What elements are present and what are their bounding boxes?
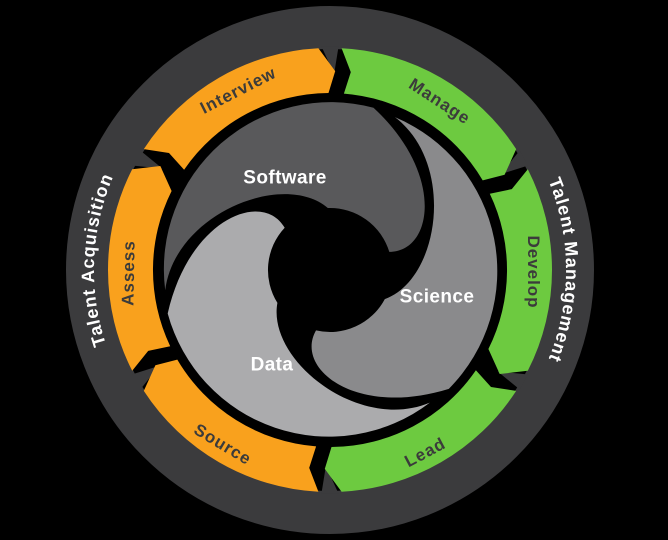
center-spiral [163,102,498,437]
tooth-bottom-icon [321,466,339,494]
segment-source [143,359,319,492]
cycle-segments [107,48,553,492]
segment-interview [143,48,336,170]
tooth-top-icon [321,46,339,74]
tooth-upper-right-icon [500,150,529,175]
segment-develop [488,169,553,374]
tooth-lower-left-icon [131,365,160,390]
tooth-lower-right-icon [497,371,529,390]
blade-software [163,102,425,291]
segment-assess [107,166,172,371]
blade-data [167,211,430,437]
boundary-teeth [131,46,529,494]
blade-label-data: Data [251,355,294,376]
blade-science [311,117,498,398]
blade-label-science: Science [400,287,475,308]
segment-label-develop: Develop [524,235,543,308]
blade-label-software: Software [243,168,326,189]
blade-labels: Software Science Data [243,168,474,376]
segment-lead [324,370,517,492]
segment-label-assess: Assess [118,240,138,306]
outer-ring [66,6,594,534]
segment-manage [341,48,517,181]
tooth-upper-left-icon [131,150,163,169]
